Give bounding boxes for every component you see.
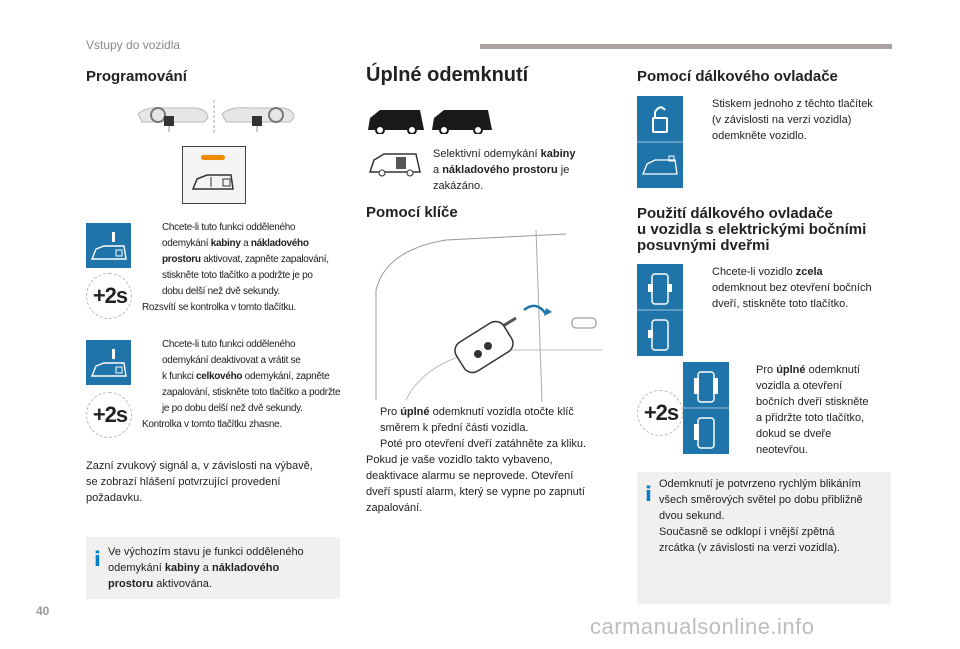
two-seconds-icon: +2s [637, 390, 683, 436]
info-icon: i [645, 482, 652, 506]
van-lock-outline-icon [368, 153, 421, 177]
sliding-item-1: Chcete-li vozidlo zcela odemknout bez ot… [712, 266, 872, 310]
key-door-illustration [375, 230, 602, 402]
sliding-door-open-buttons [683, 362, 729, 454]
full-unlock-button-icon [86, 340, 131, 385]
info-box-default: i Ve výchozím stavu je funkci odděleného… [86, 537, 340, 599]
header-bar [480, 44, 892, 49]
key-instructions: Pro úplné odemknutí vozidla otočte klíč … [366, 406, 587, 514]
heading-sliding-doors: Použití dálkového ovladače u vozidla s e… [637, 205, 867, 254]
info-box-confirmation: i Odemknutí je potvrzeno rychlým blikání… [637, 472, 891, 604]
two-seconds-icon: +2s [86, 273, 132, 319]
sliding-door-unlock-buttons [637, 264, 683, 356]
programming-item-2: Chcete-li tuto funkci odděleného odemyká… [142, 339, 341, 430]
watermark: carmanualsonline.info [590, 614, 815, 639]
page-number: 40 [36, 604, 50, 618]
indicator-light [201, 155, 225, 160]
selective-unlock-note: Selektivní odemykání kabiny a nákladovéh… [433, 148, 576, 192]
cabin-button-panel [182, 146, 246, 204]
heading-key: Pomocí klíče [366, 204, 458, 221]
heading-remote: Pomocí dálkového ovladače [637, 68, 838, 85]
heading-programming: Programování [86, 68, 187, 85]
programming-paragraph: Zazní zvukový signál a, v závislosti na … [86, 460, 313, 504]
info-icon: i [94, 547, 101, 571]
programming-item-1: Chcete-li tuto funkci odděleného odemyká… [142, 222, 329, 313]
sliding-item-2: Pro úplné odemknutí vozidla a otevření b… [756, 364, 869, 456]
separate-unlock-button-icon [86, 223, 131, 268]
van-lock-icon [191, 174, 234, 190]
two-seconds-icon: +2s [86, 392, 132, 438]
heading-full-unlock: Úplné odemknutí [366, 64, 529, 86]
remote-instructions: Stiskem jednoho z těchto tlačítek (v záv… [712, 98, 873, 142]
van-silhouettes-icon [368, 110, 492, 134]
ceiling-console-illustration [137, 100, 295, 134]
section-title: Vstupy do vozidla [86, 38, 181, 52]
remote-unlock-buttons [637, 96, 683, 188]
